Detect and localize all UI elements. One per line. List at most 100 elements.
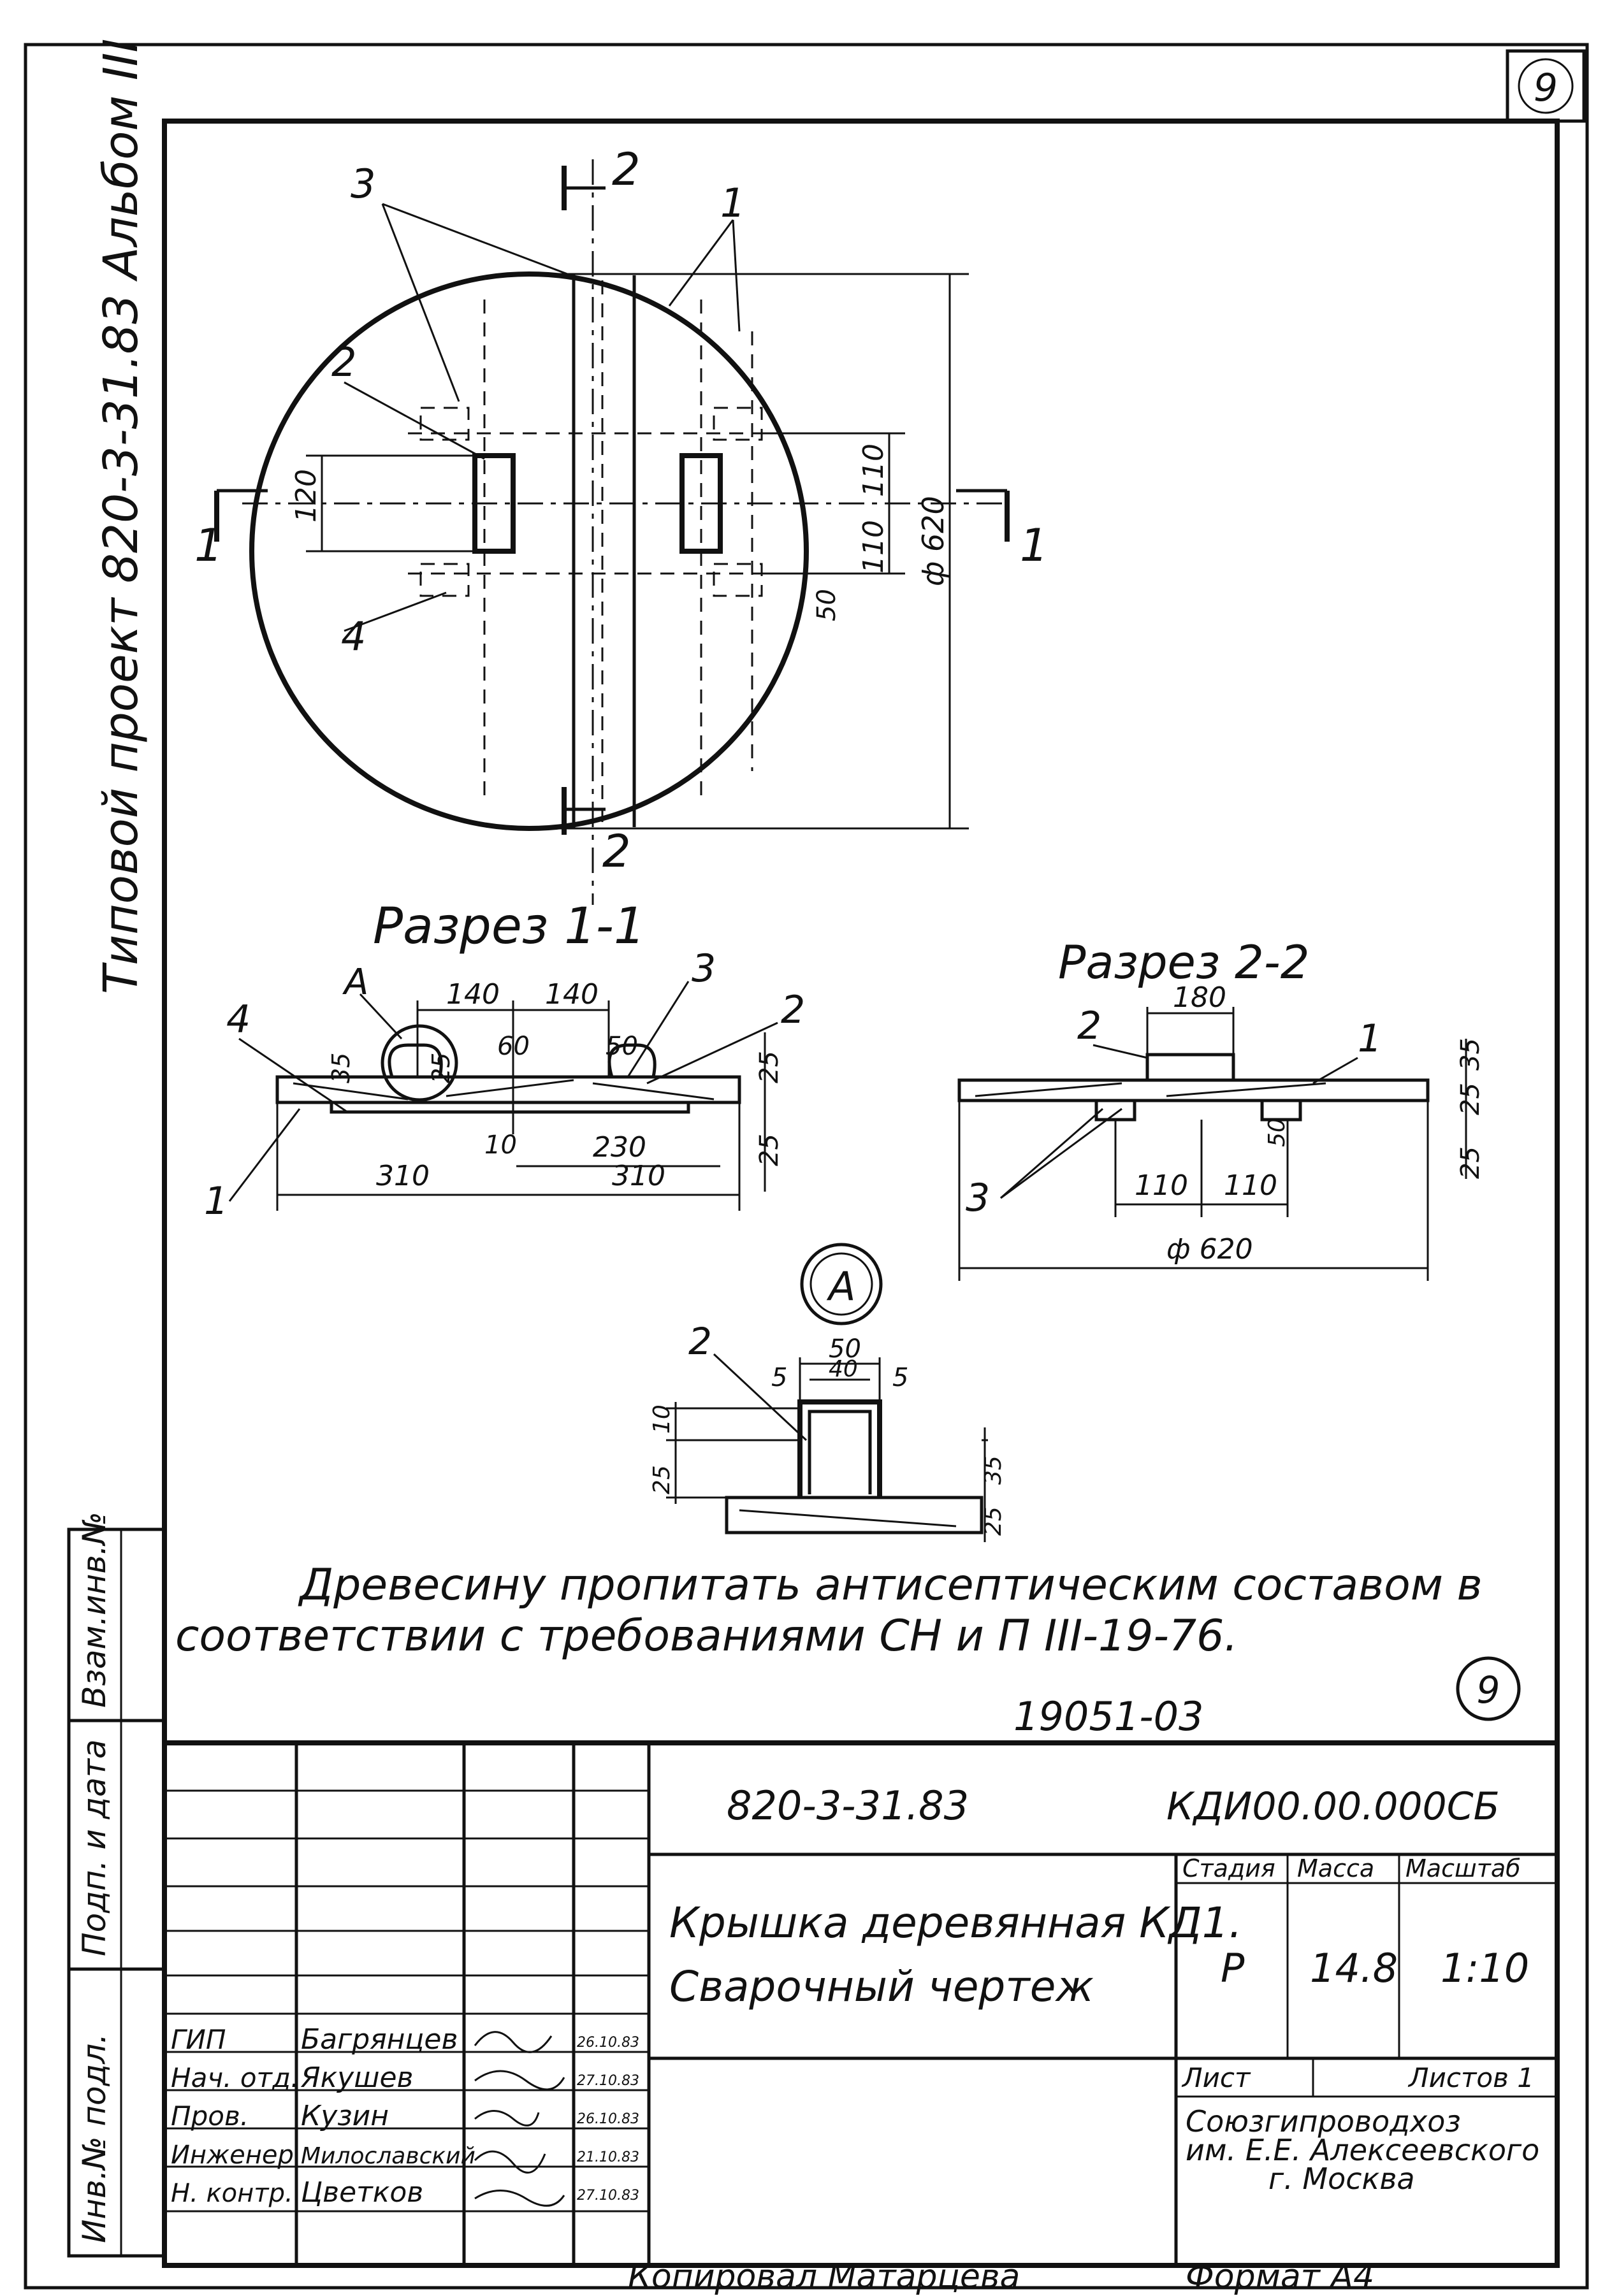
section-2-board xyxy=(957,1078,1430,1102)
s1-dim-25-c: 25 xyxy=(755,1134,784,1166)
footer-format: Формат А4 xyxy=(1186,2258,1374,2296)
s2-callout-1: 1 xyxy=(1358,1016,1382,1061)
scale-value: 1:10 xyxy=(1441,1945,1529,1991)
section-1-detail-ref: А xyxy=(342,962,368,1003)
s2-dim-25-b: 25 xyxy=(1456,1146,1485,1179)
sig-role: Нач. отд. xyxy=(171,2062,299,2093)
s1-dim-35: 35 xyxy=(327,1053,355,1083)
sig-name: Милославский xyxy=(301,2143,476,2169)
outer-frame xyxy=(24,43,1589,2290)
detail-a: А 50 40 5 5 10 25 35 25 2 xyxy=(649,1243,1006,1542)
plan-dim-50: 50 xyxy=(812,589,841,621)
handle-block-left xyxy=(472,453,516,554)
handle-block-right xyxy=(679,453,723,554)
detail-a-dim-5-right: 5 xyxy=(892,1363,908,1392)
side-label: Типовой проект 820-3-31.83 Альбом III xyxy=(94,39,149,994)
detail-a-title: А xyxy=(826,1263,855,1310)
detail-a-dim-50: 50 xyxy=(829,1334,861,1364)
plan-section-mark-1-right: 1 xyxy=(1020,519,1049,572)
s1-callout-2: 2 xyxy=(781,988,805,1032)
signature-row: ГИП Багрянцев 26.10.83 xyxy=(171,2023,639,2056)
project-code: 820-3-31.83 xyxy=(727,1782,969,1829)
detail-a-dim-35: 35 xyxy=(980,1455,1006,1485)
sig-role: Н. контр. xyxy=(171,2179,293,2208)
sig-name: Якушев xyxy=(300,2061,413,2094)
sig-date: 26.10.83 xyxy=(577,2111,639,2127)
s1-dim-60: 60 xyxy=(497,1032,530,1061)
sig-role: Инженер xyxy=(171,2141,294,2170)
sig-role: ГИП xyxy=(171,2024,226,2055)
s2-dim-diameter: ф 620 xyxy=(1166,1233,1253,1266)
plan-dim-diameter: ф 620 xyxy=(916,496,950,586)
doc-code: КДИ00.00.000СБ xyxy=(1166,1784,1500,1829)
org-line-3: г. Москва xyxy=(1268,2162,1415,2196)
scale-label: Масштаб xyxy=(1405,1854,1521,1882)
plan-section-mark-1-left: 1 xyxy=(194,519,223,572)
plan-callout-4: 4 xyxy=(341,613,366,660)
sig-name: Цветков xyxy=(301,2176,423,2209)
title-line-2: Сварочный чертеж xyxy=(669,1962,1094,2011)
stamp-vzam-inv: Взам.инв.№ xyxy=(76,1512,113,1708)
s2-dim-180: 180 xyxy=(1173,981,1226,1014)
s1-dim-10: 10 xyxy=(484,1130,517,1160)
plan-section-mark-2-bottom: 2 xyxy=(602,825,631,877)
s1-dim-25-b: 25 xyxy=(755,1051,784,1083)
s2-dim-110-right: 110 xyxy=(1224,1169,1277,1202)
s1-dim-50: 50 xyxy=(606,1032,638,1061)
s2-dim-50: 50 xyxy=(1264,1118,1290,1147)
sig-date: 27.10.83 xyxy=(577,2188,639,2204)
sig-date: 27.10.83 xyxy=(577,2073,639,2089)
mass-label: Масса xyxy=(1297,1854,1374,1882)
plan-dim-120: 120 xyxy=(290,469,323,523)
signature-row: Н. контр. Цветков 27.10.83 xyxy=(171,2176,639,2209)
sheet-label: Лист xyxy=(1181,2062,1251,2093)
sig-date: 21.10.83 xyxy=(577,2149,639,2165)
s1-dim-230: 230 xyxy=(593,1131,646,1164)
detail-a-dim-5-left: 5 xyxy=(771,1363,787,1392)
title-block: 820-3-31.83 КДИ00.00.000СБ Крышка деревя… xyxy=(164,1740,1557,2265)
plan-section-mark-2-top: 2 xyxy=(612,143,641,196)
stamp-inv-podl: Инв.№ подл. xyxy=(76,2033,113,2243)
s2-dim-110-left: 110 xyxy=(1135,1169,1188,1202)
plan-view: 1 1 2 2 3 1 2 4 120 110 110 50 ф 620 xyxy=(194,143,1049,905)
detail-a-dim-25-left: 25 xyxy=(649,1465,675,1494)
detail-a-marker xyxy=(381,1024,458,1102)
signature-row: Нач. отд. Якушев 27.10.83 xyxy=(171,2061,639,2094)
section-2-2: Разрез 2-2 180 35 25 25 110 110 50 ф 620… xyxy=(957,935,1485,1281)
section-1-title: Разрез 1-1 xyxy=(373,898,645,955)
detail-a-dim-10: 10 xyxy=(649,1404,675,1434)
sheet-badge-box xyxy=(1506,49,1586,123)
sig-name: Кузин xyxy=(301,2100,389,2132)
plan-callout-2: 2 xyxy=(331,339,356,386)
plan-dim-110-bottom: 110 xyxy=(857,520,890,574)
s1-dim-25-a: 25 xyxy=(427,1053,455,1083)
sheets-label: Листов 1 xyxy=(1407,2062,1534,2093)
sheet-badge: 9 xyxy=(1534,66,1558,110)
sig-name: Багрянцев xyxy=(301,2023,458,2056)
stage-value: Р xyxy=(1221,1945,1245,1991)
org-line-2: им. Е.Е. Алексеевского xyxy=(1186,2133,1539,2167)
s1-dim-140-right: 140 xyxy=(545,978,599,1011)
signature-row: Инженер Милославский 21.10.83 xyxy=(171,2141,639,2170)
s1-callout-1: 1 xyxy=(204,1179,228,1224)
plan-callout-3: 3 xyxy=(351,161,375,207)
detail-a-board xyxy=(725,1496,984,1534)
footer-copied: Копировал Матарцева xyxy=(628,2258,1020,2296)
s2-callout-2: 2 xyxy=(1077,1004,1101,1048)
section-2-title: Разрез 2-2 xyxy=(1058,935,1310,989)
s2-callout-3: 3 xyxy=(966,1176,990,1220)
plan-callout-1: 1 xyxy=(720,180,745,226)
note-line-2: соответствии с требованиями СН и П III-1… xyxy=(175,1611,1238,1661)
detail-a-callout-2: 2 xyxy=(688,1320,712,1363)
s1-dim-310-right: 310 xyxy=(612,1160,665,1192)
corner-badge: 9 xyxy=(1477,1668,1500,1712)
stamp-podp-data: Подп. и дата xyxy=(76,1739,113,1956)
detail-a-dim-40: 40 xyxy=(829,1356,858,1382)
sig-role: Пров. xyxy=(171,2100,249,2132)
title-line-1: Крышка деревянная КД1. xyxy=(669,1898,1242,1947)
mass-value: 14.8 xyxy=(1310,1945,1398,1991)
note-line-1: Древесину пропитать антисептическим сост… xyxy=(298,1560,1483,1610)
inner-frame xyxy=(162,119,1560,2268)
plan-dim-110-top: 110 xyxy=(857,444,890,497)
